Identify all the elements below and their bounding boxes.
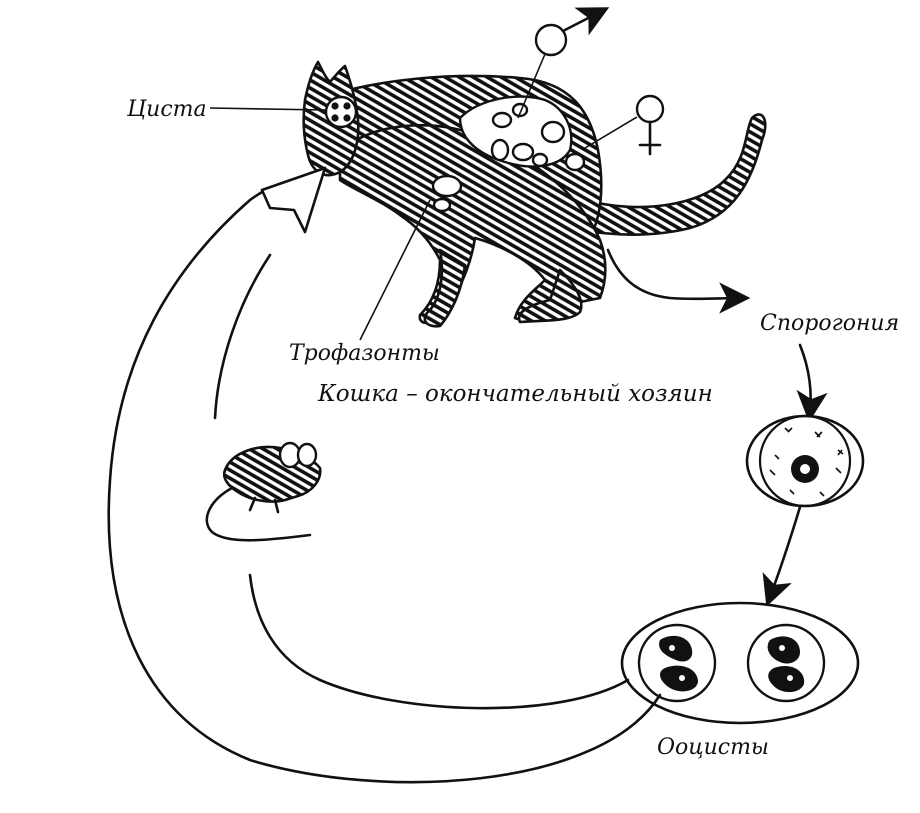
label-trophozoites: Трофазонты xyxy=(289,341,440,366)
label-oocysts: Ооцисты xyxy=(657,735,769,760)
male-gamete-icon xyxy=(517,7,610,119)
arc-arrowhead xyxy=(260,166,327,234)
arc-oocysts-to-cat xyxy=(107,173,662,784)
oocyst-pair-icon xyxy=(620,601,860,725)
sporulating-oocyst-icon xyxy=(745,414,865,508)
cyst-pointer xyxy=(209,107,326,111)
arc-mouse-to-cat xyxy=(213,253,272,420)
cat-illustration xyxy=(302,60,767,328)
label-cyst: Циста xyxy=(126,97,207,122)
arrow-to-oocysts xyxy=(762,505,802,607)
arc-oocysts-to-mouse xyxy=(248,573,630,710)
trophozoite-pointer xyxy=(359,199,431,341)
arrow-to-sporogony xyxy=(606,248,751,314)
host-caption: Кошка – окончательный хозяин xyxy=(317,381,713,407)
female-gamete-icon xyxy=(584,94,665,156)
arrow-sporogony-down xyxy=(796,343,828,423)
cyst-icon xyxy=(324,95,358,129)
mouse-illustration xyxy=(205,441,322,542)
label-sporogony: Спорогония xyxy=(760,311,899,336)
